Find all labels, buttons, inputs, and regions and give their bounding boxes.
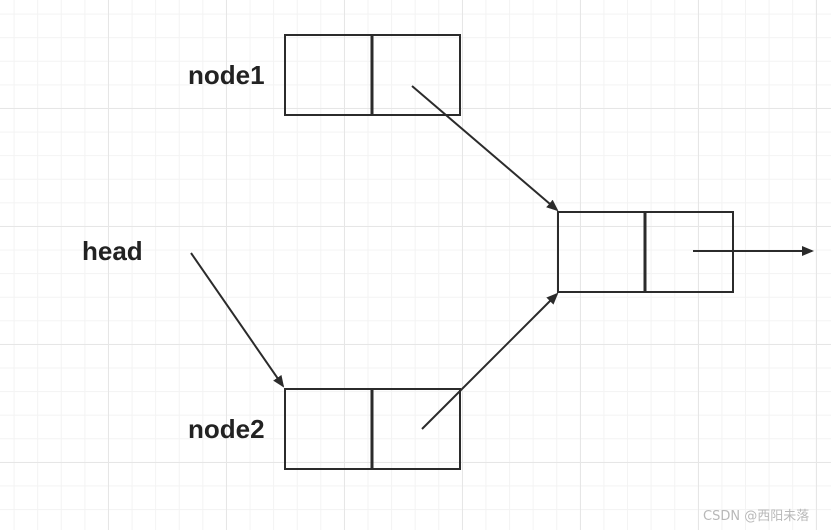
node2-box bbox=[284, 388, 461, 470]
watermark: CSDN @西阳未落 bbox=[703, 509, 809, 524]
node1-next-arrow bbox=[411, 85, 559, 212]
node1-label: node1 bbox=[188, 60, 265, 90]
node1-box bbox=[284, 34, 461, 116]
head-pointer-arrow bbox=[190, 252, 285, 388]
head-label: head bbox=[82, 236, 143, 266]
node2-label: node2 bbox=[188, 414, 265, 444]
node2-next-arrow bbox=[421, 292, 559, 430]
